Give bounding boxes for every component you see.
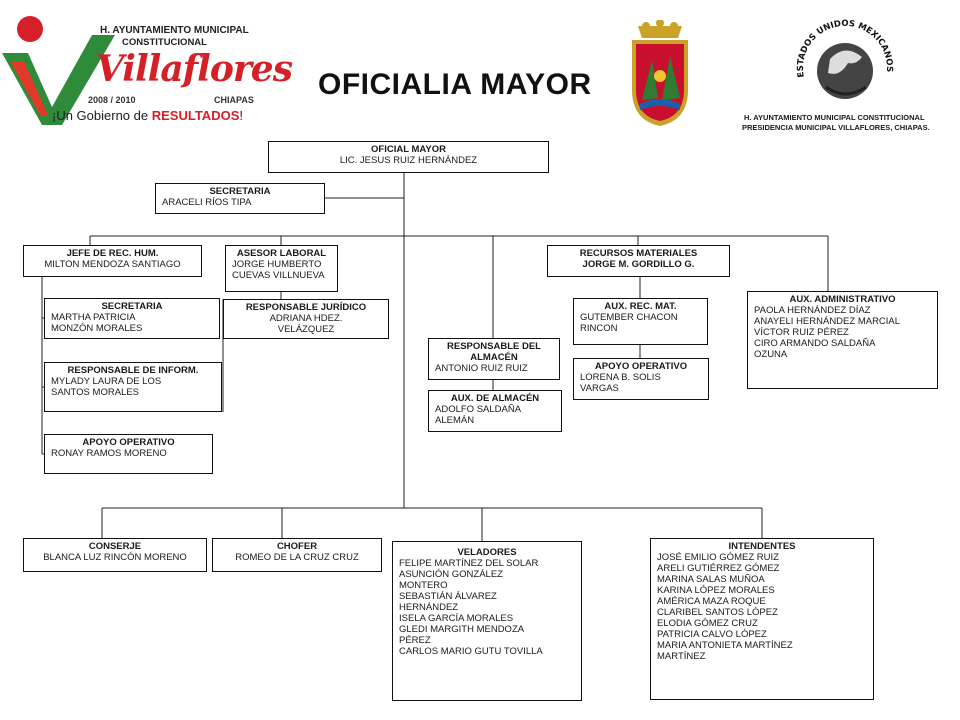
logo-slogan: ¡Un Gobierno de RESULTADOS! [52, 108, 243, 123]
box-title: AUX. ADMINISTRATIVO [789, 294, 896, 305]
box-jefe-rec-hum: JEFE DE REC. HUM. MILTON MENDOZA SANTIAG… [23, 245, 202, 277]
box-title: CONSERJE [88, 541, 142, 552]
box-resp-juridico: RESPONSABLE JURÍDICO ADRIANA HDEZ. VELÁZ… [223, 299, 389, 339]
box-resp-inform: RESPONSABLE DE INFORM. MYLADY LAURA DE L… [44, 362, 222, 412]
box-title: OFICIAL MAYOR [371, 144, 446, 155]
box-title: RESPONSABLE DE INFORM. [67, 365, 199, 376]
box-intendentes: INTENDENTES JOSÉ EMILIO GÓMEZ RUIZ ARELI… [650, 538, 874, 700]
box-title: RESPONSABLE DEL ALMACÉN [447, 341, 541, 363]
box-secretaria-top: SECRETARIA ARACELI RÍOS TIPA [155, 183, 325, 214]
box-apoyo-rh: APOYO OPERATIVO RONAY RAMOS MORENO [44, 434, 213, 474]
logo-brand: Villaflores [96, 48, 293, 90]
box-title: RECURSOS MATERIALES [579, 248, 698, 259]
box-veladores: VELADORES FELIPE MARTÍNEZ DEL SOLAR ASUN… [392, 541, 582, 701]
box-aux-administrativo: AUX. ADMINISTRATIVO PAOLA HERNÁNDEZ DÍAZ… [747, 291, 938, 389]
logo-line1: H. AYUNTAMIENTO MUNICIPAL [100, 25, 249, 36]
box-name: ANTONIO RUIZ RUIZ [435, 363, 528, 374]
box-name: BLANCA LUZ RINCÓN MORENO [43, 552, 187, 563]
eagle-seal-icon: ESTADOS UNIDOS MEXICANOS [796, 19, 894, 99]
box-title: JEFE DE REC. HUM. [66, 248, 159, 259]
box-name: ARACELI RÍOS TIPA [162, 197, 252, 208]
page-title: OFICIALIA MAYOR [318, 68, 592, 101]
logo-line2: CONSTITUCIONAL [122, 37, 207, 48]
box-oficial-mayor: OFICIAL MAYOR LIC. JESUS RUIZ HERNÁNDEZ [268, 141, 549, 173]
box-resp-almacen: RESPONSABLE DEL ALMACÉN ANTONIO RUIZ RUI… [428, 338, 560, 380]
box-title: AUX. REC. MAT. [604, 301, 677, 312]
box-name: ADRIANA HDEZ. VELÁZQUEZ [269, 313, 343, 335]
box-aux-rec-mat: AUX. REC. MAT. GUTEMBER CHACON RINCON [573, 298, 708, 345]
box-title: CHOFER [276, 541, 318, 552]
box-name: GUTEMBER CHACON RINCON [580, 312, 678, 334]
mexico-seal: ESTADOS UNIDOS MEXICANOS H. AYUNTAMIENTO… [740, 15, 950, 135]
box-title: APOYO OPERATIVO [594, 361, 688, 372]
box-name: FELIPE MARTÍNEZ DEL SOLAR ASUNCIÓN GONZÁ… [399, 558, 543, 657]
box-name: ROMEO DE LA CRUZ CRUZ [235, 552, 359, 563]
logo-years: 2008 / 2010 [88, 95, 136, 105]
box-name: ADOLFO SALDAÑA ALEMÁN [435, 404, 522, 426]
box-name: JORGE HUMBERTO CUEVAS VILLNUEVA [232, 259, 325, 281]
box-asesor-laboral: ASESOR LABORAL JORGE HUMBERTO CUEVAS VIL… [225, 245, 338, 292]
box-aux-almacen: AUX. DE ALMACÉN ADOLFO SALDAÑA ALEMÁN [428, 390, 562, 432]
box-name: JORGE M. GORDILLO G. [582, 259, 695, 270]
box-name: LORENA B. SOLIS VARGAS [580, 372, 661, 394]
box-secretaria-rh: SECRETARIA MARTHA PATRICIA MONZÓN MORALE… [44, 298, 220, 339]
box-name: MARTHA PATRICIA MONZÓN MORALES [51, 312, 143, 334]
logo-state: CHIAPAS [214, 95, 254, 105]
box-name: LIC. JESUS RUIZ HERNÁNDEZ [339, 155, 478, 166]
chiapas-shield-icon [632, 20, 688, 126]
box-title: AUX. DE ALMACÉN [450, 393, 540, 404]
box-apoyo-mat: APOYO OPERATIVO LORENA B. SOLIS VARGAS [573, 358, 709, 400]
box-name: PAOLA HERNÁNDEZ DÍAZ ANAYELI HERNÁNDEZ M… [754, 305, 901, 360]
villaflores-logo: H. AYUNTAMIENTO MUNICIPAL CONSTITUCIONAL… [0, 15, 293, 130]
box-title: SECRETARIA [209, 186, 271, 197]
box-title: INTENDENTES [728, 541, 796, 552]
box-title: VELADORES [457, 547, 517, 558]
box-name: JOSÉ EMILIO GÓMEZ RUIZ ARELI GUTIÉRREZ G… [657, 552, 793, 662]
villaflores-logo-graphic [2, 16, 115, 125]
seal-caption-1: H. AYUNTAMIENTO MUNICIPAL CONSTITUCIONAL [744, 113, 925, 122]
box-title: RESPONSABLE JURÍDICO [245, 302, 367, 313]
box-title: APOYO OPERATIVO [82, 437, 175, 448]
box-title: ASESOR LABORAL [236, 248, 327, 259]
seal-caption-2: PRESIDENCIA MUNICIPAL VILLAFLORES, CHIAP… [742, 123, 930, 132]
box-name: MILTON MENDOZA SANTIAGO [44, 259, 181, 270]
box-name: RONAY RAMOS MORENO [51, 448, 167, 459]
box-title: SECRETARIA [101, 301, 163, 312]
box-chofer: CHOFER ROMEO DE LA CRUZ CRUZ [212, 538, 382, 572]
box-name: MYLADY LAURA DE LOS SANTOS MORALES [51, 376, 162, 398]
box-recursos-materiales: RECURSOS MATERIALES JORGE M. GORDILLO G. [547, 245, 730, 277]
box-conserje: CONSERJE BLANCA LUZ RINCÓN MORENO [23, 538, 207, 572]
